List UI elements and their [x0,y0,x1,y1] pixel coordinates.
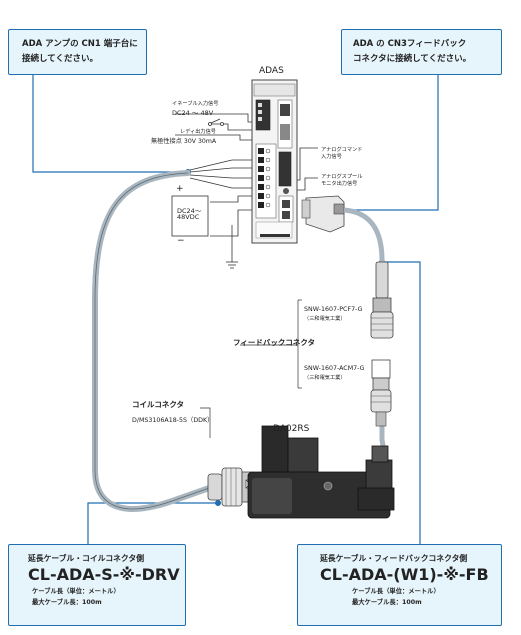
coil-model-label: D/MS3106A18-5S（DDK） [132,417,214,424]
callout-cn1: ADA アンプの CN1 端子台に 接続してください。 [8,29,147,75]
coil-cable-length: ケーブル長（単位：メートル） [32,588,120,595]
pcf-maker-label: （三和電気工業） [304,316,346,322]
valve-label: DA02RS [273,424,310,434]
feedback-cable-length: ケーブル長（単位：メートル） [352,588,440,595]
coil-cable-max: 最大ケーブル長：100m [32,599,102,606]
callout-cn3-line1: ADA の CN3フィードバック [353,39,467,49]
feedback-cable-upper [343,207,385,296]
ground-icon [226,261,238,269]
analog-cmd-label-2: 入力信号 [321,154,342,160]
coil-connector [207,467,255,507]
callout-cn1-line2: 接続してください。 [22,54,98,64]
power-label-1: DC24～ [177,207,202,215]
cn3-plug [301,195,345,233]
callout-coil-cable: 延長ケーブル・コイルコネクタ側 CL-ADA-S-※-DRV ケーブル長（単位：… [8,544,186,626]
coil-cable-model: CL-ADA-S-※-DRV [28,565,180,584]
analog-cmd-label-1: アナログコマンド [321,147,363,153]
coil-cable-heading: 延長ケーブル・コイルコネクタ側 [28,554,145,563]
power-plus: + [176,184,184,194]
callout-cn3: ADA の CN3フィードバック コネクタに接続してください。 [341,29,502,75]
acm-model-label: SNW-1607-ACM7-G [304,365,365,372]
callout-leaders [32,75,439,544]
acm-connector [370,359,392,427]
power-minus: − [177,236,185,246]
callout-cn3-line2: コネクタに接続してください。 [353,54,472,64]
adas-amplifier [251,79,298,244]
power-label-2: 48VDC [177,213,200,221]
feedback-connector-label: フィードバックコネクタ [233,338,316,347]
analog-spool-label-1: アナログスプール [321,174,363,180]
coil-connector-label: コイルコネクタ [132,400,185,409]
power-supply-box [171,195,209,237]
ready-label-2: 無極性接点 30V 30mA [151,138,217,145]
acm-maker-label: （三和電気工業） [304,375,346,381]
analog-spool-label-2: モニタ出力信号 [321,181,358,187]
feedback-cable-heading: 延長ケーブル・フィードバックコネクタ側 [320,554,468,563]
connector-brackets [200,299,302,438]
feedback-cable-max: 最大ケーブル長：100m [352,599,422,606]
da02rs-valve [247,425,395,519]
enable-label-1: イネーブル入力信号 [172,101,219,107]
pcf-connector [370,261,394,339]
pcf-model-label: SNW-1607-PCF7-G [304,306,363,313]
switch-icon [208,118,224,126]
feedback-cable-model: CL-ADA-(W1)-※-FB [320,565,489,584]
coil-cable-edge [94,172,216,510]
enable-label-2: DC24 ～ 48V [172,109,214,117]
adas-title: ADAS [259,66,284,76]
ready-label-1: レディ出力信号 [180,129,216,135]
callout-feedback-cable: 延長ケーブル・フィードバックコネクタ側 CL-ADA-(W1)-※-FB ケーブ… [297,544,502,626]
callout-cn1-line1: ADA アンプの CN1 端子台に [22,39,138,49]
